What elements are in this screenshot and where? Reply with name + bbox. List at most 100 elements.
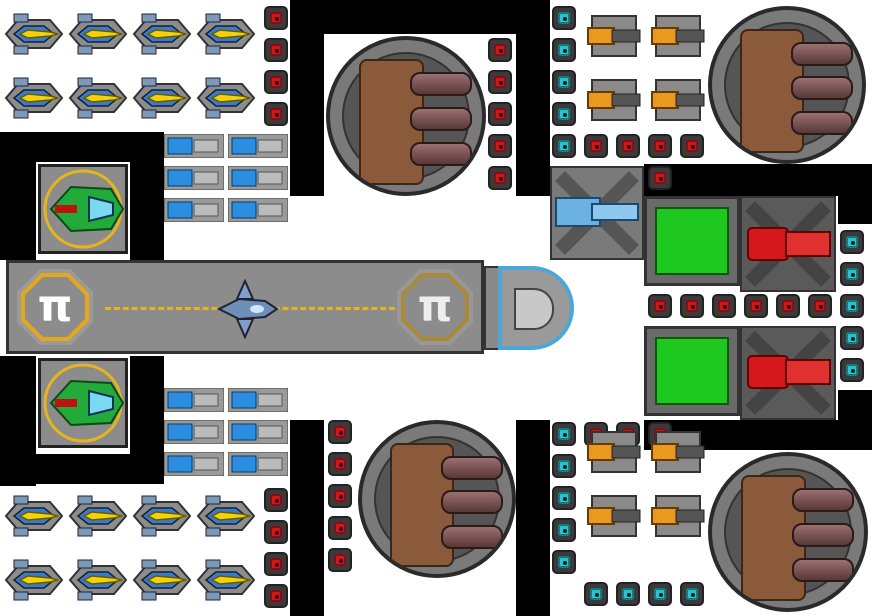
yellow-fighter-icon[interactable] bbox=[4, 490, 64, 542]
cyan-module[interactable] bbox=[648, 582, 672, 606]
yellow-fighter-icon[interactable] bbox=[68, 554, 128, 606]
yellow-fighter-icon[interactable] bbox=[68, 490, 128, 542]
yellow-fighter-icon[interactable] bbox=[196, 554, 256, 606]
cyan-module[interactable] bbox=[552, 6, 576, 30]
red-module[interactable] bbox=[808, 294, 832, 318]
red-module[interactable] bbox=[264, 70, 288, 94]
red-module[interactable] bbox=[648, 294, 672, 318]
yellow-fighter-icon[interactable] bbox=[132, 554, 192, 606]
cyan-module[interactable] bbox=[680, 582, 704, 606]
blue-missile-icon[interactable] bbox=[163, 451, 225, 477]
landing-pad-left[interactable]: π bbox=[17, 269, 93, 345]
blue-missile-icon[interactable] bbox=[227, 165, 289, 191]
yellow-fighter-icon[interactable] bbox=[68, 8, 128, 60]
red-module[interactable] bbox=[328, 420, 352, 444]
orange-gun-icon[interactable] bbox=[584, 70, 644, 130]
cyan-module[interactable] bbox=[840, 230, 864, 254]
red-module[interactable] bbox=[744, 294, 768, 318]
cyan-module[interactable] bbox=[616, 582, 640, 606]
green-panel[interactable] bbox=[644, 196, 740, 286]
blue-missile-icon[interactable] bbox=[227, 419, 289, 445]
red-module[interactable] bbox=[264, 584, 288, 608]
blue-cannon[interactable] bbox=[550, 166, 644, 260]
blue-jet-icon[interactable] bbox=[215, 277, 279, 341]
red-module[interactable] bbox=[488, 38, 512, 62]
blue-missile-icon[interactable] bbox=[227, 387, 289, 413]
docking-cap[interactable] bbox=[484, 266, 574, 350]
orange-gun-icon[interactable] bbox=[584, 6, 644, 66]
red-module[interactable] bbox=[776, 294, 800, 318]
red-module[interactable] bbox=[264, 520, 288, 544]
orange-gun-icon[interactable] bbox=[648, 422, 708, 482]
red-module[interactable] bbox=[328, 452, 352, 476]
yellow-fighter-icon[interactable] bbox=[132, 490, 192, 542]
red-module[interactable] bbox=[584, 134, 608, 158]
red-module[interactable] bbox=[488, 70, 512, 94]
yellow-fighter-icon[interactable] bbox=[4, 554, 64, 606]
triple-cannon-turret-icon[interactable] bbox=[708, 452, 868, 612]
yellow-fighter-icon[interactable] bbox=[132, 8, 192, 60]
yellow-fighter-icon[interactable] bbox=[68, 72, 128, 124]
yellow-fighter-icon[interactable] bbox=[4, 72, 64, 124]
red-cannon[interactable] bbox=[740, 196, 836, 292]
cyan-module[interactable] bbox=[552, 102, 576, 126]
cyan-module[interactable] bbox=[552, 422, 576, 446]
orange-gun-icon[interactable] bbox=[648, 70, 708, 130]
triple-cannon-turret-icon[interactable] bbox=[326, 36, 486, 196]
green-shuttle-pad[interactable] bbox=[38, 164, 128, 254]
red-module[interactable] bbox=[328, 516, 352, 540]
blue-missile-icon[interactable] bbox=[227, 133, 289, 159]
blue-missile-icon[interactable] bbox=[163, 387, 225, 413]
red-module[interactable] bbox=[488, 166, 512, 190]
cyan-module[interactable] bbox=[552, 454, 576, 478]
green-shuttle-pad[interactable] bbox=[38, 358, 128, 448]
blue-missile-icon[interactable] bbox=[163, 133, 225, 159]
red-module[interactable] bbox=[680, 134, 704, 158]
red-module[interactable] bbox=[264, 552, 288, 576]
cyan-module[interactable] bbox=[552, 550, 576, 574]
blue-missile-icon[interactable] bbox=[227, 451, 289, 477]
cyan-module[interactable] bbox=[840, 262, 864, 286]
red-module[interactable] bbox=[488, 134, 512, 158]
orange-gun-icon[interactable] bbox=[584, 486, 644, 546]
cyan-module[interactable] bbox=[552, 134, 576, 158]
cyan-module[interactable] bbox=[552, 70, 576, 94]
red-module[interactable] bbox=[680, 294, 704, 318]
yellow-fighter-icon[interactable] bbox=[196, 72, 256, 124]
cyan-module[interactable] bbox=[552, 38, 576, 62]
orange-gun-icon[interactable] bbox=[648, 486, 708, 546]
blue-missile-icon[interactable] bbox=[163, 419, 225, 445]
cyan-module[interactable] bbox=[840, 326, 864, 350]
blue-missile-icon[interactable] bbox=[163, 197, 225, 223]
red-module[interactable] bbox=[648, 134, 672, 158]
red-module[interactable] bbox=[264, 488, 288, 512]
red-module[interactable] bbox=[264, 6, 288, 30]
red-module[interactable] bbox=[488, 102, 512, 126]
red-module[interactable] bbox=[328, 484, 352, 508]
cyan-module[interactable] bbox=[584, 582, 608, 606]
yellow-fighter-icon[interactable] bbox=[196, 490, 256, 542]
blue-missile-icon[interactable] bbox=[163, 165, 225, 191]
yellow-fighter-icon[interactable] bbox=[4, 8, 64, 60]
green-panel[interactable] bbox=[644, 326, 740, 416]
wall bbox=[838, 390, 872, 450]
yellow-fighter-icon[interactable] bbox=[196, 8, 256, 60]
cyan-module[interactable] bbox=[552, 518, 576, 542]
orange-gun-icon[interactable] bbox=[584, 422, 644, 482]
cyan-module[interactable] bbox=[840, 294, 864, 318]
red-cannon[interactable] bbox=[740, 326, 836, 420]
red-module[interactable] bbox=[648, 166, 672, 190]
cyan-module[interactable] bbox=[552, 486, 576, 510]
red-module[interactable] bbox=[616, 134, 640, 158]
red-module[interactable] bbox=[264, 102, 288, 126]
yellow-fighter-icon[interactable] bbox=[132, 72, 192, 124]
red-module[interactable] bbox=[328, 548, 352, 572]
orange-gun-icon[interactable] bbox=[648, 6, 708, 66]
landing-pad-right[interactable]: π bbox=[397, 269, 473, 345]
triple-cannon-turret-icon[interactable] bbox=[708, 6, 866, 164]
cyan-module[interactable] bbox=[840, 358, 864, 382]
blue-missile-icon[interactable] bbox=[227, 197, 289, 223]
red-module[interactable] bbox=[264, 38, 288, 62]
red-module[interactable] bbox=[712, 294, 736, 318]
triple-cannon-turret-icon[interactable] bbox=[358, 420, 516, 578]
